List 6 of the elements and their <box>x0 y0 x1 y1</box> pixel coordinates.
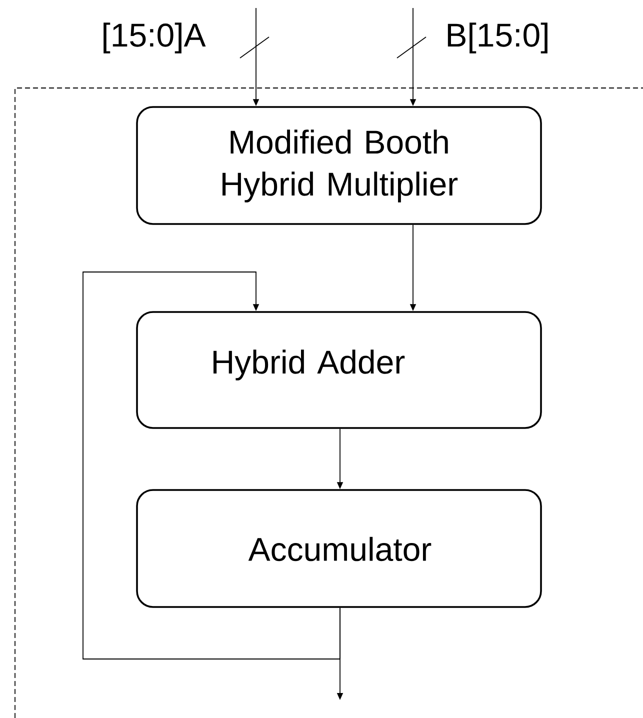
arrow <box>82 272 340 660</box>
process-box: Modified Booth Hybrid Multiplier <box>136 106 542 225</box>
edge-label: B[15:0] <box>444 22 551 54</box>
edge-label: [15:0]A <box>100 22 207 54</box>
process-box: Accumulator <box>136 489 542 608</box>
process-box: Hybrid Adder <box>136 311 542 429</box>
